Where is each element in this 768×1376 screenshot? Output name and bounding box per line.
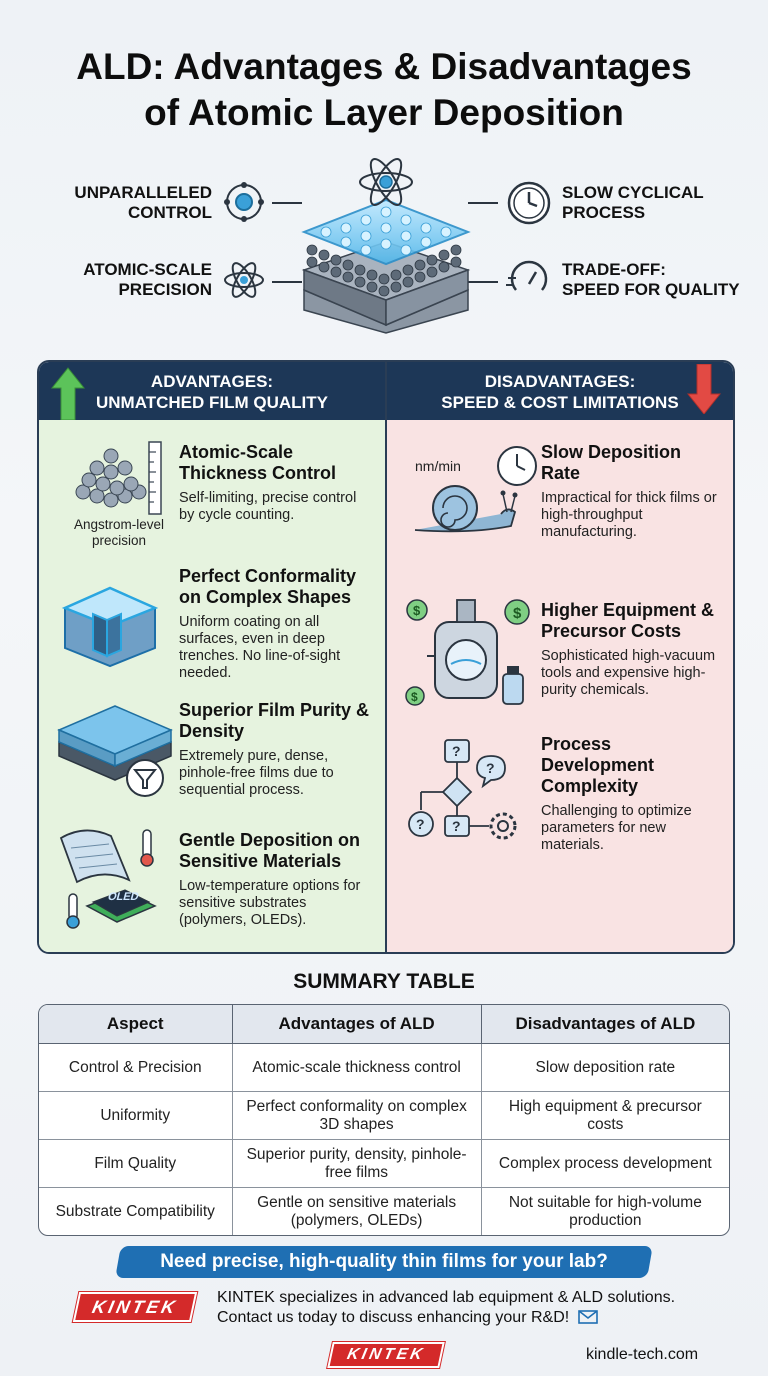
table-cell: High equipment & precursor costs — [481, 1092, 729, 1140]
svg-text:$: $ — [411, 690, 418, 704]
svg-text:$: $ — [513, 605, 522, 622]
adv-item-gentle: Gentle Deposition on Sensitive Materials… — [179, 830, 361, 928]
atom-stack-icon — [75, 441, 162, 515]
dense-film-icon — [57, 705, 173, 797]
table-row: Film Quality Superior purity, density, p… — [39, 1140, 729, 1188]
connector-line — [272, 281, 302, 283]
column-header: Aspect — [39, 1005, 233, 1044]
clock-icon — [507, 181, 551, 225]
substrate-illustration — [301, 158, 471, 334]
table-cell: Not suitable for high-volume production — [508, 1193, 702, 1229]
svg-text:?: ? — [452, 818, 461, 834]
summary-table: Aspect Advantages of ALD Disadvantages o… — [38, 1004, 730, 1236]
svg-text:?: ? — [452, 743, 461, 759]
oled-chip-label: OLED — [106, 891, 141, 903]
advantages-header: ADVANTAGES: UNMATCHED FILM QUALITY — [39, 362, 385, 420]
disadvantages-header: DISADVANTAGES: SPEED & COST LIMITATIONS — [387, 362, 733, 420]
table-cell: Perfect conformality on complex 3D shape… — [232, 1092, 482, 1140]
arrow-down-icon — [687, 364, 721, 414]
mail-icon[interactable] — [577, 1310, 598, 1324]
page-title: ALD: Advantages & Disadvantages of Atomi… — [76, 46, 692, 133]
table-cell: Gentle on sensitive materials (polymers,… — [233, 1188, 482, 1235]
comparison-panel: ADVANTAGES: UNMATCHED FILM QUALITY DISAD… — [37, 360, 735, 954]
table-cell: Atomic-scale thickness control — [232, 1044, 482, 1092]
snail-clock-icon — [414, 446, 537, 533]
speedometer-icon — [506, 260, 548, 291]
target-icon — [224, 182, 264, 222]
table-cell: Superior purity, density, pinhole-free f… — [232, 1140, 482, 1188]
dis-item-complexity: Process Development Complexity Challengi… — [541, 734, 692, 853]
summary-title: SUMMARY TABLE — [293, 970, 475, 993]
atom-icon — [224, 262, 264, 298]
connector-line — [468, 281, 498, 283]
kintek-logo-bottom[interactable]: KINTEK — [327, 1342, 445, 1368]
website-link[interactable]: kindle-tech.com — [586, 1346, 699, 1363]
column-divider — [385, 362, 387, 952]
rate-unit-label: nm/min — [415, 458, 461, 474]
adv-item-purity: Superior Film Purity & Density Extremely… — [179, 700, 370, 798]
connector-line — [468, 202, 498, 204]
flexible-substrate-icon — [59, 829, 157, 929]
table-cell: Uniformity — [39, 1092, 233, 1140]
kintek-logo[interactable]: KINTEK — [72, 1292, 198, 1322]
dis-item-costs: Higher Equipment & Precursor Costs Sophi… — [541, 600, 716, 698]
svg-text:$: $ — [413, 603, 421, 618]
table-cell: Slow deposition rate — [481, 1044, 729, 1092]
disadvantages-column: nm/min Slow Deposition Rate Impractical … — [387, 420, 733, 952]
cta-text[interactable]: Need precise, high-quality thin films fo… — [160, 1251, 608, 1272]
vacuum-chamber-icon: $ $ $ — [405, 599, 530, 706]
table-row: Control & Precision Atomic-scale thickne… — [39, 1044, 729, 1092]
dis-item-slow-rate: Slow Deposition Rate Impractical for thi… — [541, 442, 717, 540]
adv-item-conformality: Perfect Conformality on Complex Shapes U… — [179, 566, 357, 681]
arrow-up-icon — [51, 367, 85, 420]
svg-text:?: ? — [486, 760, 495, 776]
table-row: Substrate Compatibility Gentle on sensit… — [39, 1188, 729, 1235]
column-header: Advantages of ALD — [232, 1005, 482, 1044]
flowchart-icon: ? ? ? ? — [408, 739, 517, 840]
adv-item-thickness: Atomic-Scale Thickness Control Self-limi… — [179, 442, 357, 523]
table-cell: Film Quality — [39, 1140, 233, 1188]
connector-line — [272, 202, 302, 204]
footer-description: KINTEK specializes in advanced lab equip… — [217, 1289, 676, 1326]
table-cell: Substrate Compatibility — [39, 1188, 233, 1235]
table-header-row: Aspect Advantages of ALD Disadvantages o… — [39, 1005, 729, 1044]
conformal-trench-icon — [61, 586, 159, 668]
precision-caption: Angstrom-level precision — [73, 517, 165, 548]
hero-label-tradeoff: TRADE-OFF:SPEED FOR QUALITY — [562, 260, 740, 299]
advantages-column: Angstrom-level precision Atomic-Scale Th… — [39, 420, 385, 952]
table-row: Uniformity Perfect conformality on compl… — [39, 1092, 729, 1140]
table-cell: Complex process development — [481, 1140, 729, 1188]
svg-text:?: ? — [416, 816, 425, 832]
column-header: Disadvantages of ALD — [481, 1005, 729, 1044]
table-cell: Control & Precision — [39, 1044, 233, 1092]
